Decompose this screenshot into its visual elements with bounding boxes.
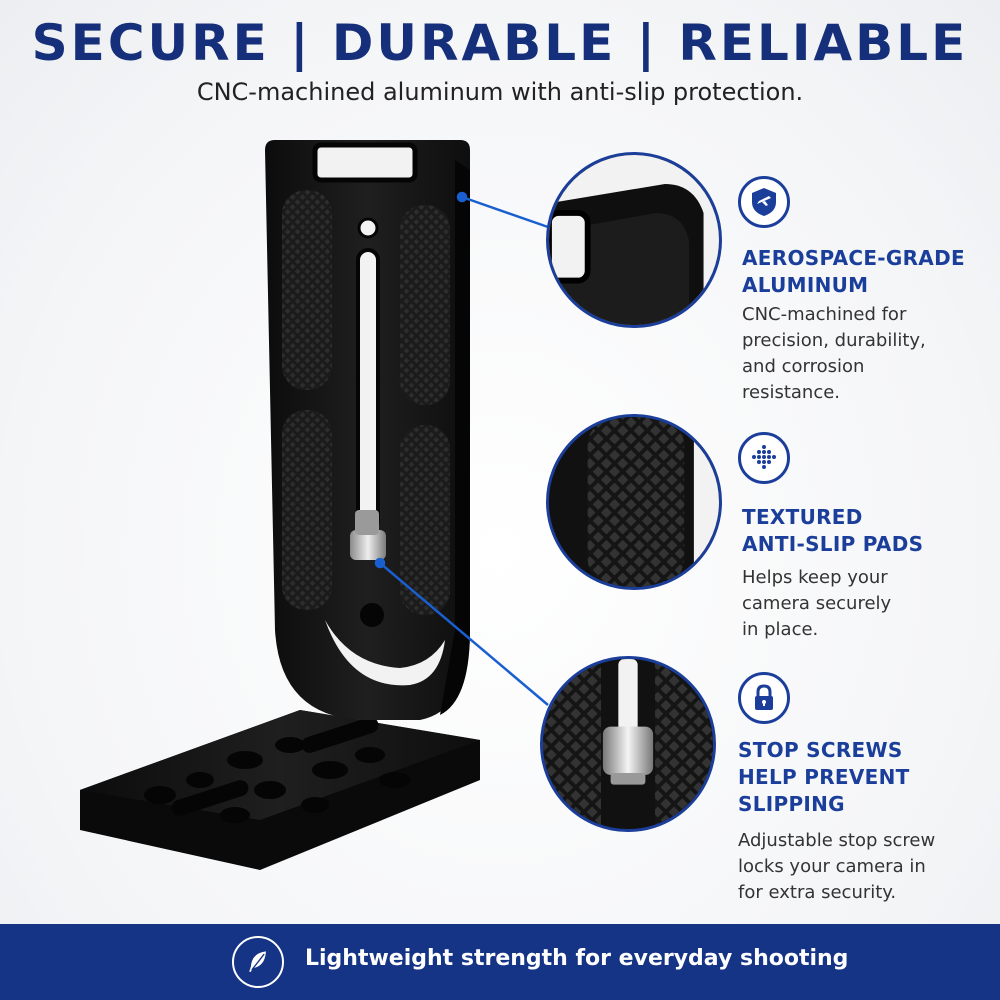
texture-grid-icon <box>738 432 790 484</box>
footer-tagline: Lightweight strength for everyday shooti… <box>305 946 849 971</box>
feature-description-anti-slip: Helps keep your camera securely in place… <box>742 567 892 640</box>
zoom-detail-aluminum-edge <box>546 152 722 328</box>
padlock-icon <box>738 672 790 724</box>
feature-title-stop-screws: STOP SCREWS HELP PREVENT SLIPPING <box>738 738 910 816</box>
feature-title-aluminum: AEROSPACE-GRADE ALUMINUM <box>742 246 965 297</box>
feature-description-aluminum: CNC-machined for precision, durability, … <box>742 304 926 403</box>
zoom-detail-knurled-pad <box>546 414 722 590</box>
feather-icon <box>232 936 284 988</box>
footer-banner <box>0 924 1000 1000</box>
headline: SECURE | DURABLE | RELIABLE <box>31 14 969 72</box>
zoom-detail-stop-screw <box>540 656 716 832</box>
feature-title-anti-slip: TEXTURED ANTI-SLIP PADS <box>742 505 924 556</box>
feature-description-stop-screws: Adjustable stop screw locks your camera … <box>738 830 936 903</box>
subheadline: CNC-machined aluminum with anti-slip pro… <box>196 78 804 106</box>
shield-airplane-icon <box>738 176 790 228</box>
l-bracket-product-image <box>80 140 480 870</box>
